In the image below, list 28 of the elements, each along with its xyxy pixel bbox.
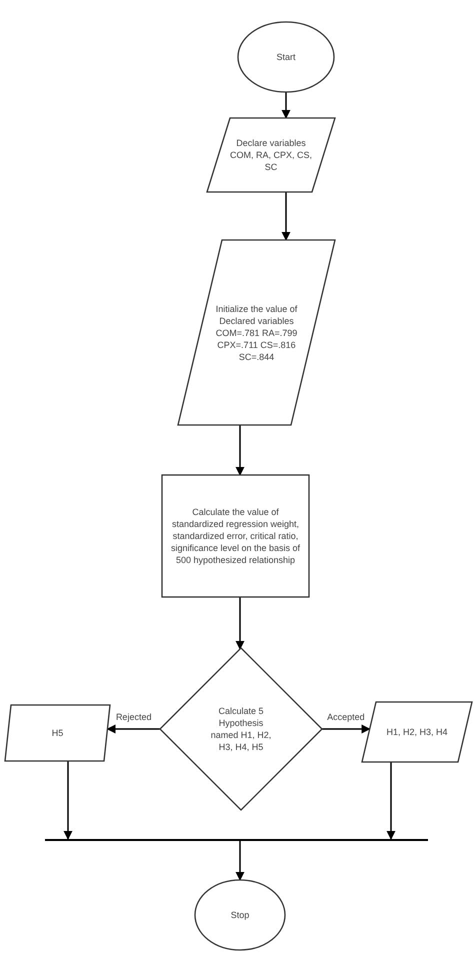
arrow xyxy=(64,761,72,840)
node-label: H5 xyxy=(50,727,64,739)
terminator-ellipse xyxy=(238,22,334,92)
input-output-parallelogram xyxy=(5,705,110,761)
process-box xyxy=(162,475,309,597)
arrow xyxy=(282,192,290,241)
edge-label: Accepted xyxy=(326,712,366,723)
input-output-parallelogram xyxy=(362,702,472,762)
terminator-ellipse xyxy=(195,880,285,950)
edge-label: Rejected xyxy=(114,712,152,723)
arrow xyxy=(236,597,244,650)
input-output-parallelogram xyxy=(178,240,335,425)
node-label: Calculate 5 Hypothesis named H1, H2, H3, H4, H5 xyxy=(210,705,272,753)
arrow xyxy=(282,92,290,119)
arrow xyxy=(236,425,244,476)
arrow xyxy=(236,841,244,881)
node-label: Declare variables COM, RA, CPX, CS, SC xyxy=(228,137,313,173)
arrow xyxy=(386,762,396,840)
node-label: Initialize the value of Declared variables COM=.781 RA=.799 CPX=.711 CS=.816 SC=.844 xyxy=(214,302,298,362)
node-label: Start xyxy=(275,51,296,63)
node-label: H1, H2, H3, H4 xyxy=(385,726,449,738)
arrow xyxy=(322,724,371,734)
junction-line xyxy=(45,839,428,841)
arrow xyxy=(106,724,160,734)
node-label: Calculate the value of standardized regression weight, standardized error, critical ratio, significance level on the basis of 500 hypothesized relationship xyxy=(170,506,302,566)
node-label: Stop xyxy=(230,909,250,921)
decision-diamond xyxy=(160,648,322,810)
input-output-parallelogram xyxy=(207,118,335,192)
